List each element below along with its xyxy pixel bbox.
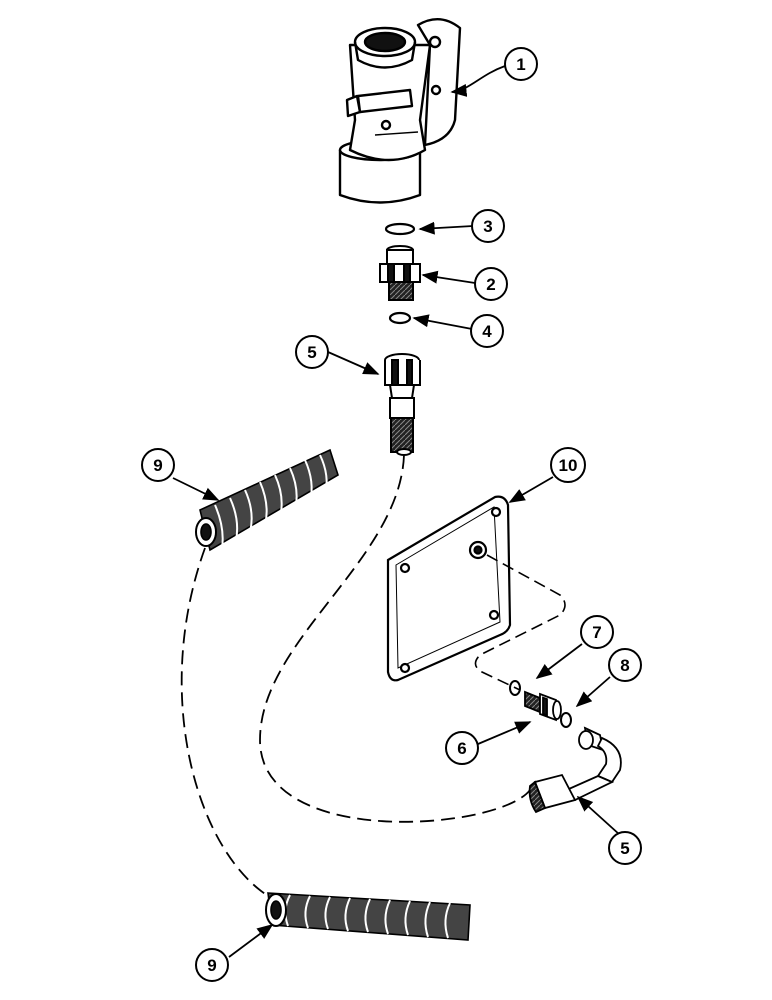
guard-route [180,547,276,901]
part-1-valve-body [338,18,462,204]
callout-8: 8 [608,648,642,682]
part-9-spiral-guard-lower [265,892,471,941]
part-2-adapter-fitting [379,245,421,301]
plate-to-fitting-route [474,554,566,691]
part-4-o-ring [388,311,412,325]
callout-label: 10 [559,456,578,475]
part-7-o-ring [509,680,521,696]
callout-label: 3 [483,217,492,236]
callout-1: 1 [504,47,538,81]
part-3-o-ring [384,222,416,236]
callout-label: 8 [620,656,629,675]
callout-label: 4 [482,322,492,341]
part-5-hose-end-upper [384,353,421,456]
callout-label: 6 [457,739,466,758]
callout-label: 5 [307,343,316,362]
callout-10: 10 [550,447,586,483]
callout-label: 9 [207,956,216,975]
callout-label: 9 [153,456,162,475]
callout-4: 4 [470,314,504,348]
callout-2: 2 [474,267,508,301]
part-6-connector-fitting [524,690,562,722]
callout-label: 7 [592,623,601,642]
hose-route-main [259,454,531,823]
callout-label: 5 [620,839,629,858]
part-8-o-ring [560,712,572,728]
callout-7: 7 [580,615,614,649]
callout-label: 1 [516,55,525,74]
callout-6: 6 [445,731,479,765]
leader-arrows [172,65,621,958]
callout-label: 2 [486,275,495,294]
callout-5-lower: 5 [608,831,642,865]
part-9-spiral-guard-upper [195,448,339,552]
callout-5-upper: 5 [295,335,329,369]
part-5-elbow-hose-end-lower [528,726,622,814]
callout-9-lower: 9 [195,948,229,982]
part-10-cover-plate [386,495,512,682]
callout-9-upper: 9 [141,448,175,482]
callout-3: 3 [471,209,505,243]
